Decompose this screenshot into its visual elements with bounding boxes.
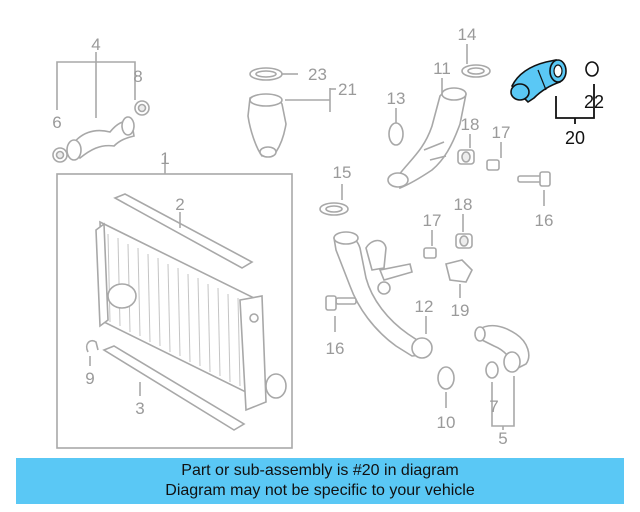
part-20-hose-highlighted: 22 20 bbox=[510, 59, 604, 148]
callout-17-upper: 17 bbox=[492, 123, 511, 142]
caption-line-2: Diagram may not be specific to your vehi… bbox=[165, 482, 475, 499]
part-16-bolt-right: 16 bbox=[517, 171, 554, 230]
callout-19: 19 bbox=[451, 301, 470, 320]
part-21-hose-assembly: 23 21 bbox=[247, 65, 357, 158]
callout-2: 2 bbox=[175, 195, 184, 214]
callout-16-left: 16 bbox=[326, 339, 345, 358]
callout-8: 8 bbox=[133, 67, 142, 86]
callout-13: 13 bbox=[387, 89, 406, 108]
callout-21: 21 bbox=[338, 80, 357, 99]
callout-6: 6 bbox=[52, 113, 61, 132]
part-11-intake-pipe: 11 bbox=[387, 59, 467, 190]
callout-14: 14 bbox=[458, 25, 477, 44]
callout-12: 12 bbox=[415, 297, 434, 316]
part-17-nut-lower: 17 bbox=[423, 211, 442, 259]
part-4-hose-assembly: 4 6 8 bbox=[52, 35, 150, 163]
part-18-bushing-upper: 18 bbox=[457, 115, 480, 165]
callout-17-lower: 17 bbox=[423, 211, 442, 230]
parts-diagram: 4 6 8 23 21 bbox=[52, 25, 604, 449]
part-12-pipe: 15 12 bbox=[319, 163, 434, 359]
callout-22: 22 bbox=[584, 92, 604, 112]
part-19-bracket: 19 bbox=[445, 259, 473, 320]
callout-23: 23 bbox=[308, 65, 327, 84]
part-10-clamp: 10 bbox=[437, 366, 456, 432]
callout-15: 15 bbox=[333, 163, 352, 182]
caption-banner: Part or sub-assembly is #20 in diagram D… bbox=[16, 458, 624, 504]
callout-11: 11 bbox=[433, 59, 451, 78]
callout-16-right: 16 bbox=[535, 211, 554, 230]
callout-7-lower: 7 bbox=[489, 397, 498, 416]
callout-20: 20 bbox=[565, 128, 585, 148]
part-16-bolt-left: 16 bbox=[325, 295, 357, 358]
caption-line-1: Part or sub-assembly is #20 in diagram bbox=[181, 462, 459, 479]
part-17-nut-upper: 17 bbox=[486, 123, 511, 171]
part-1-intercooler: 1 2 3 9 bbox=[56, 149, 293, 449]
callout-3: 3 bbox=[135, 399, 144, 418]
callout-18-lower: 18 bbox=[454, 195, 473, 214]
callout-1: 1 bbox=[160, 149, 169, 168]
part-18-bushing-lower: 18 bbox=[454, 195, 473, 249]
part-13-clamp: 13 bbox=[387, 89, 406, 146]
callout-9: 9 bbox=[85, 369, 94, 388]
callout-5: 5 bbox=[498, 429, 507, 448]
callout-4: 4 bbox=[91, 35, 100, 54]
part-5-hose-assembly: 7 5 bbox=[474, 324, 530, 448]
callout-18-upper: 18 bbox=[461, 115, 480, 134]
part-14-clamp: 14 bbox=[458, 25, 491, 78]
callout-10: 10 bbox=[437, 413, 456, 432]
